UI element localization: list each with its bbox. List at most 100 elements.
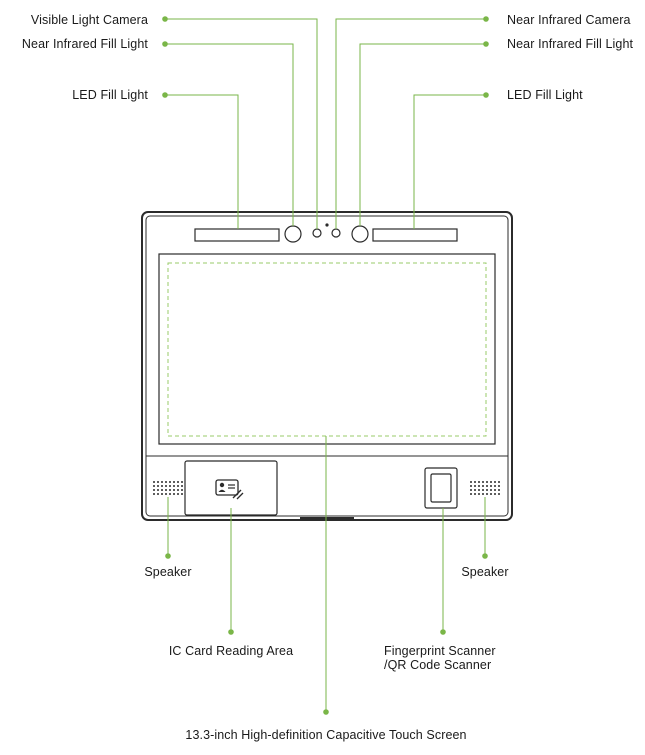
speaker-hole: [173, 481, 175, 483]
speaker-hole: [165, 493, 167, 495]
speaker-hole: [494, 493, 496, 495]
speaker-hole: [474, 489, 476, 491]
dot-speaker-left: [165, 553, 171, 559]
speaker-hole: [482, 485, 484, 487]
speaker-hole: [173, 489, 175, 491]
speaker-hole: [181, 489, 183, 491]
label-led-fill-light-right: LED Fill Light: [507, 88, 583, 102]
callouts: [165, 18, 486, 712]
callout-line-nir-fill-right: [359, 43, 486, 226]
label-fingerprint-scanner: Fingerprint Scanner /QR Code Scanner: [384, 644, 496, 672]
speaker-hole: [169, 489, 171, 491]
speaker-hole: [494, 481, 496, 483]
label-fingerprint-line1: Fingerprint Scanner: [384, 644, 496, 658]
speaker-left-grille: [153, 481, 183, 495]
device-body: [141, 211, 513, 521]
speaker-hole: [165, 489, 167, 491]
label-visible-light-camera: Visible Light Camera: [30, 13, 148, 27]
speaker-hole: [157, 489, 159, 491]
speaker-hole: [498, 485, 500, 487]
speaker-hole: [169, 481, 171, 483]
speaker-hole: [482, 493, 484, 495]
callout-line-nir-fill-left: [165, 43, 294, 226]
speaker-hole: [181, 485, 183, 487]
label-nir-fill-light-right: Near Infrared Fill Light: [507, 37, 634, 51]
speaker-hole: [486, 481, 488, 483]
speaker-hole: [181, 493, 183, 495]
speaker-hole: [153, 485, 155, 487]
dot-nir-fill-left: [162, 41, 168, 47]
led-fill-light-right-bar: [372, 228, 458, 242]
label-ic-card-reading-area: IC Card Reading Area: [168, 644, 294, 658]
sensor-dot: [325, 223, 329, 227]
callout-line-nir-camera: [335, 18, 486, 229]
speaker-hole: [486, 489, 488, 491]
id-card-tap-icon: [215, 479, 244, 500]
speaker-hole: [173, 485, 175, 487]
touch-screen: [158, 253, 496, 445]
callout-line-led-left: [165, 94, 239, 229]
callout-dots: [162, 16, 489, 715]
device-outer-frame: [141, 211, 513, 521]
dot-fingerprint: [440, 629, 446, 635]
speaker-hole: [177, 489, 179, 491]
speaker-hole: [169, 493, 171, 495]
speaker-hole: [474, 481, 476, 483]
speaker-hole: [153, 493, 155, 495]
speaker-hole: [470, 481, 472, 483]
speaker-hole: [482, 489, 484, 491]
speaker-hole: [177, 493, 179, 495]
speaker-hole: [498, 489, 500, 491]
speaker-hole: [165, 485, 167, 487]
dot-led-left: [162, 92, 168, 98]
fingerprint-sensor-icon: [430, 473, 452, 503]
speaker-hole: [478, 481, 480, 483]
dot-nir-camera: [483, 16, 489, 22]
speaker-hole: [482, 481, 484, 483]
fingerprint-scanner-housing: [424, 467, 458, 509]
speaker-hole: [161, 485, 163, 487]
device-inner-frame: [145, 215, 509, 517]
label-speaker-left: Speaker: [144, 565, 192, 579]
speaker-hole: [486, 493, 488, 495]
speaker-hole: [490, 485, 492, 487]
speaker-hole: [157, 485, 159, 487]
speaker-hole: [470, 493, 472, 495]
speaker-hole: [173, 493, 175, 495]
speaker-right-grille: [470, 481, 500, 495]
label-led-fill-light-left: LED Fill Light: [72, 88, 148, 102]
speaker-hole: [474, 485, 476, 487]
speaker-hole: [490, 493, 492, 495]
dot-visible-light-camera: [162, 16, 168, 22]
speaker-hole: [153, 481, 155, 483]
label-touch-screen: 13.3-inch High-definition Capacitive Tou…: [185, 728, 467, 742]
speaker-hole: [498, 481, 500, 483]
label-nir-fill-light-left: Near Infrared Fill Light: [21, 37, 148, 51]
speaker-hole: [177, 481, 179, 483]
speaker-hole: [474, 493, 476, 495]
speaker-hole: [181, 481, 183, 483]
label-nir-camera: Near Infrared Camera: [507, 13, 631, 27]
speaker-hole: [157, 493, 159, 495]
speaker-hole: [478, 493, 480, 495]
speaker-hole: [177, 485, 179, 487]
bottom-panel: [153, 460, 500, 516]
dot-ic-card: [228, 629, 234, 635]
speaker-hole: [169, 485, 171, 487]
speaker-hole: [494, 489, 496, 491]
dot-nir-fill-right: [483, 41, 489, 47]
speaker-hole: [165, 481, 167, 483]
speaker-hole: [478, 489, 480, 491]
callout-line-led-right: [413, 94, 486, 229]
speaker-hole: [486, 485, 488, 487]
label-speaker-right: Speaker: [461, 565, 509, 579]
callout-line-visible-light-camera: [165, 18, 318, 229]
speaker-hole: [161, 493, 163, 495]
screen-frame: [158, 253, 496, 445]
speaker-hole: [157, 481, 159, 483]
speaker-hole: [161, 489, 163, 491]
speaker-hole: [161, 481, 163, 483]
speaker-hole: [490, 489, 492, 491]
speaker-hole: [494, 485, 496, 487]
